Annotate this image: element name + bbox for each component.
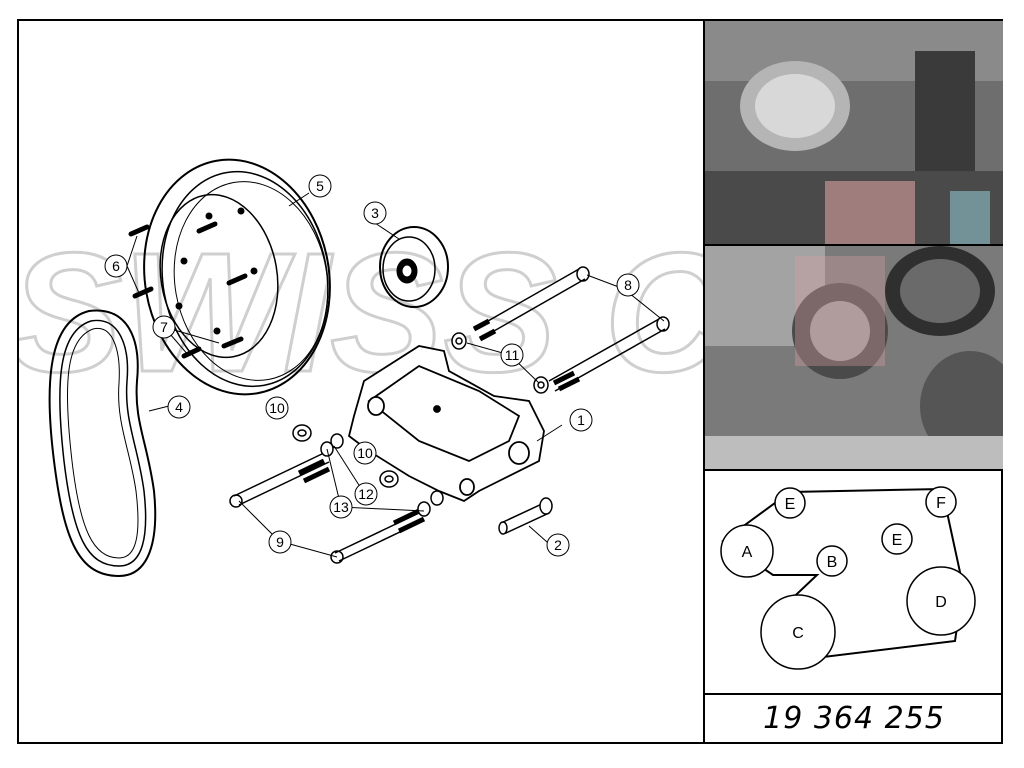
callout-12: 12 (354, 482, 378, 506)
callout-7: 7 (152, 315, 176, 339)
nuts-and-washers (292, 332, 549, 517)
pulley-f: F (925, 486, 957, 518)
callout-13: 13 (329, 495, 353, 519)
svg-text:10: 10 (357, 445, 373, 461)
callout-11: 11 (500, 343, 524, 367)
photo-divider-2 (705, 469, 1003, 471)
svg-text:5: 5 (316, 178, 324, 194)
svg-text:13: 13 (333, 499, 349, 515)
panel-divider (703, 19, 705, 744)
long-bolts (472, 266, 670, 392)
callout-8: 8 (616, 273, 640, 297)
spacer-sleeve (498, 497, 553, 535)
lower-bolts (229, 452, 426, 564)
callout-4: 4 (167, 395, 191, 419)
serpentine-belt (48, 309, 157, 578)
callouts: 5 3 6 7 4 8 11 10 1 10 12 13 9 2 (104, 174, 640, 557)
watermark-line-1: SWISS CLUTCH (19, 218, 703, 408)
belt-routing-diagram: A E B C F E D (720, 486, 976, 670)
callout-3: 3 (363, 201, 387, 225)
pulley-bolts (128, 221, 248, 359)
callout-1: 1 (569, 408, 593, 432)
pulley-c: C (760, 594, 836, 670)
callout-10b: 10 (353, 441, 377, 465)
engine-photo-top (705, 21, 1003, 244)
watermark: SWISS CLUTCH (19, 217, 703, 410)
pulley-a: A (720, 524, 774, 578)
svg-text:8: 8 (624, 277, 632, 293)
engine-photo-bottom (705, 246, 1003, 469)
svg-text:B: B (827, 554, 838, 571)
callout-10a: 10 (265, 396, 289, 420)
svg-text:E: E (892, 532, 903, 549)
svg-text:9: 9 (276, 534, 284, 550)
svg-text:12: 12 (358, 486, 374, 502)
svg-text:4: 4 (175, 399, 183, 415)
idler-pulley (379, 226, 449, 308)
photo-divider (705, 244, 1003, 246)
callout-6: 6 (104, 254, 128, 278)
pulley-b: B (816, 545, 848, 577)
callout-2: 2 (546, 533, 570, 557)
svg-text:11: 11 (505, 347, 520, 363)
svg-text:D: D (935, 594, 947, 611)
callout-5: 5 (308, 174, 332, 198)
svg-text:6: 6 (112, 258, 120, 274)
svg-text:3: 3 (371, 205, 379, 221)
pulley-d: D (906, 566, 976, 636)
exploded-parts-diagram: SWISS CLUTCH (19, 158, 703, 578)
svg-text:10: 10 (269, 400, 285, 416)
pulley-e2: E (881, 523, 913, 555)
callout-9: 9 (268, 530, 292, 554)
svg-text:F: F (936, 495, 946, 512)
part-number-divider (705, 693, 1003, 695)
part-number: 19 364 255 (763, 701, 945, 736)
svg-text:2: 2 (554, 537, 562, 553)
pulley-e1: E (774, 487, 806, 519)
svg-text:A: A (742, 544, 753, 561)
svg-text:1: 1 (577, 412, 585, 428)
mounting-bracket (347, 345, 545, 503)
svg-text:C: C (792, 625, 804, 642)
svg-text:7: 7 (160, 319, 168, 335)
svg-text:E: E (785, 496, 796, 513)
